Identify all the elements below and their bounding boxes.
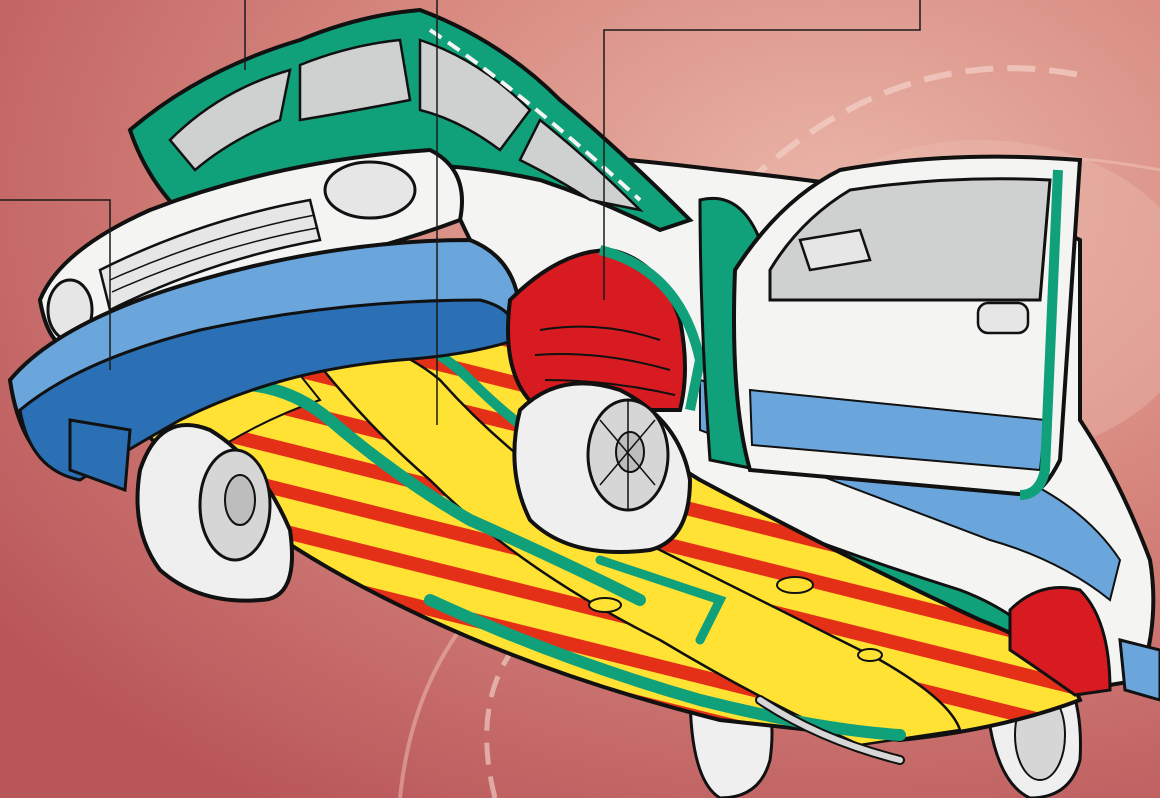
floor-plug-2 xyxy=(589,598,621,612)
headlight-right xyxy=(325,162,415,218)
floor-plug-3 xyxy=(858,649,882,661)
floor-plug-1 xyxy=(777,577,813,593)
rear-bumper-corner xyxy=(1120,640,1160,700)
door-handle xyxy=(978,303,1028,333)
